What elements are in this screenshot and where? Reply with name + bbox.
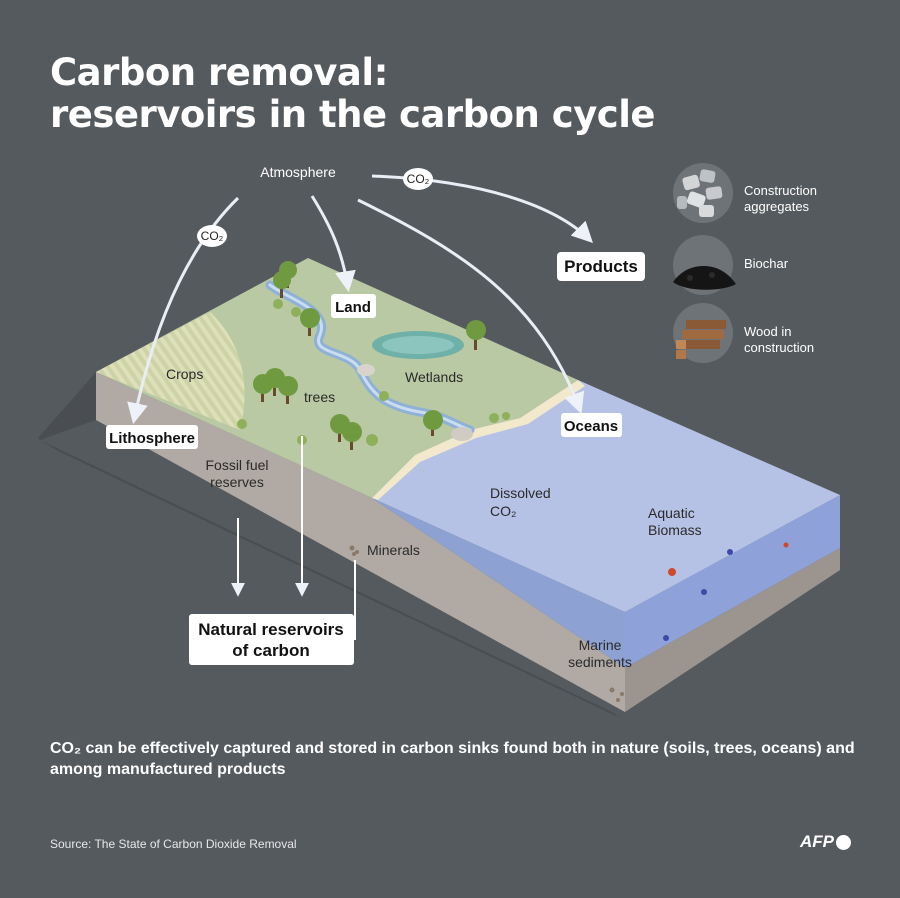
tree (278, 376, 298, 404)
products-label-box: Products (557, 252, 645, 281)
arrow-atmosphere-to-products (371, 174, 593, 243)
fossil-fuel-label-line1: Fossil fuel (205, 457, 268, 473)
co2-tag-left: CO₂ (197, 225, 227, 247)
natural-reservoirs-line1: Natural reservoirs (198, 620, 344, 639)
land-label-box: Land (331, 294, 376, 318)
tree (466, 320, 486, 350)
construction-aggregates-icon (673, 163, 733, 223)
rock (451, 427, 473, 441)
soil-front-face (96, 372, 625, 712)
co2-tag-top-text: CO₂ (407, 172, 430, 186)
arrow-atmosphere-to-lithosphere (127, 196, 240, 425)
oceans-label: Oceans (564, 418, 618, 435)
afp-logo-text: AFP (800, 832, 834, 851)
products-label: Products (564, 257, 638, 276)
legend-wood-line2: construction (744, 340, 814, 355)
aquatic-biomass-icon (663, 542, 789, 641)
soil-right-face (625, 548, 840, 712)
co2-tag-left-text: CO₂ (201, 229, 224, 243)
ocean-surface (372, 380, 840, 612)
legend-biochar-label: Biochar (744, 256, 789, 271)
legend-wood-line1: Wood in (744, 324, 791, 339)
wetlands-label: Wetlands (405, 369, 463, 385)
land-label: Land (335, 299, 371, 316)
trees-label: trees (304, 389, 335, 405)
aquatic-biomass-line2: Biomass (648, 522, 702, 538)
legend-construction-line1: Construction (744, 183, 817, 198)
minerals-icon (349, 545, 359, 556)
co2-tag-top: CO₂ (403, 168, 433, 190)
atmosphere-label: Atmosphere (260, 164, 336, 180)
ocean-side-face (625, 495, 840, 668)
title-line-2: reservoirs in the carbon cycle (50, 93, 656, 136)
biochar-icon (673, 235, 736, 295)
aquatic-biomass-line1: Aquatic (648, 505, 695, 521)
marine-sediments-line2: sediments (568, 654, 632, 670)
lithosphere-label: Lithosphere (109, 430, 195, 447)
dissolved-co2-line2: CO₂ (490, 503, 516, 519)
fossil-fuel-label-line2: reserves (210, 474, 264, 490)
source-note: Source: The State of Carbon Dioxide Remo… (50, 837, 297, 851)
dissolved-co2-line1: Dissolved (490, 485, 551, 501)
tree (423, 410, 443, 436)
lithosphere-label-box: Lithosphere (106, 425, 198, 449)
marine-sediments-icon (609, 687, 624, 702)
tree (300, 308, 320, 336)
block-shadow-bottom (40, 440, 620, 718)
wood-in-construction-icon (673, 303, 733, 363)
wetland-pond-inner (382, 336, 454, 354)
afp-logo-dot-icon (836, 834, 851, 850)
ocean-front-face (372, 498, 625, 668)
tree-group (253, 261, 486, 450)
legend-construction-line2: aggregates (744, 199, 810, 214)
arrow-atmosphere-to-land (310, 195, 356, 293)
natural-reservoirs-label-box: Natural reservoirs of carbon (189, 614, 354, 665)
afp-logo: AFP (800, 832, 851, 852)
block-shadow (38, 372, 96, 440)
natural-reservoirs-line2: of carbon (232, 641, 309, 660)
arrow-atmosphere-to-oceans (357, 198, 585, 414)
oceans-label-box: Oceans (561, 413, 622, 437)
tree (342, 422, 362, 450)
caption: CO₂ can be effectively captured and stor… (50, 740, 855, 778)
title-line-1: Carbon removal: (50, 51, 388, 94)
crops-label: Crops (166, 366, 203, 382)
minerals-label: Minerals (367, 542, 420, 558)
marine-sediments-line1: Marine (579, 637, 622, 653)
page-title: Carbon removal: reservoirs in the carbon… (50, 51, 656, 136)
rock (357, 364, 375, 376)
beach (372, 380, 585, 500)
land-surface (96, 258, 578, 498)
tree (273, 271, 291, 298)
crops-field (96, 312, 245, 430)
